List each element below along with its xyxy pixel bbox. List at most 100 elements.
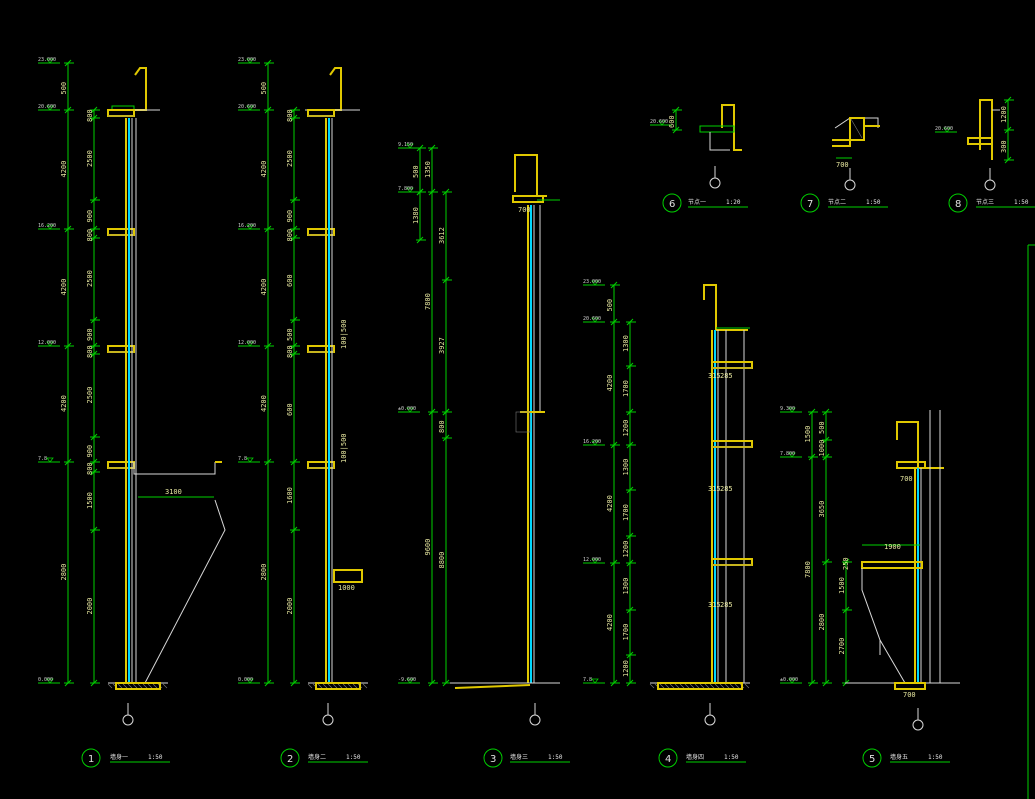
detail-scale: 1:50 xyxy=(928,754,943,761)
ground-hatch xyxy=(729,683,735,689)
dimension-label: 1200 xyxy=(622,541,630,558)
level-marker xyxy=(591,440,599,446)
dimension-label: 1300 xyxy=(622,459,630,476)
level-label: 16.200 xyxy=(238,223,256,229)
callout-label: 700 xyxy=(836,161,849,169)
hatched-beam xyxy=(515,411,531,433)
dimension-label: 800 xyxy=(286,229,294,242)
ground-hatch xyxy=(674,683,680,689)
drawing-geometry xyxy=(38,58,1035,768)
level-label: 12.000 xyxy=(583,557,601,563)
level-label: -9.600 xyxy=(398,677,416,683)
level-marker xyxy=(246,58,254,64)
level-marker xyxy=(46,678,54,684)
detail-scale: 1:50 xyxy=(346,754,361,761)
detail-number: 6 xyxy=(669,199,675,210)
detail-number: 8 xyxy=(955,199,961,210)
level-marker xyxy=(591,678,599,684)
level-label: 20.600 xyxy=(238,104,256,110)
parapet xyxy=(979,99,993,160)
callout-label: 315 xyxy=(708,601,721,609)
dimension-label: 2500 xyxy=(286,150,294,167)
ground-hatch xyxy=(122,683,128,689)
dimension-label: 1200 xyxy=(1000,106,1008,123)
level-label: 9.300 xyxy=(780,406,795,412)
dimension-label: 800 xyxy=(86,109,94,122)
ground-hatch xyxy=(649,683,655,689)
ground-hatch xyxy=(704,683,710,689)
ground-hatch xyxy=(337,683,343,689)
beam-hatch xyxy=(850,118,863,139)
detail-caption: 墙身三 xyxy=(510,753,528,761)
dimension-label: 800 xyxy=(86,345,94,358)
callout-label: 100|500 xyxy=(340,433,348,463)
ground-hatch xyxy=(694,683,700,689)
dimension-label: 4200 xyxy=(606,375,614,392)
dimension-label: 600 xyxy=(668,115,676,128)
ground-hatch xyxy=(709,683,715,689)
level-marker xyxy=(406,407,414,413)
level-label: 7.8 xyxy=(38,456,47,462)
dimension-label: 3927 xyxy=(438,337,446,354)
level-label: 0.000 xyxy=(38,677,53,683)
axis-circle xyxy=(984,179,996,191)
roof-finish xyxy=(699,125,735,133)
dimension-label: 1600 xyxy=(286,487,294,504)
dimension-label: 4200 xyxy=(260,161,268,178)
level-marker xyxy=(46,58,54,64)
detail-scale: 1:50 xyxy=(866,199,881,206)
ground-hatch xyxy=(307,683,313,689)
callout-label: 285 xyxy=(720,601,733,609)
level-marker xyxy=(406,187,414,193)
dimension-label: 500 xyxy=(60,82,68,95)
level-label: 20.600 xyxy=(583,316,601,322)
ground-hatch xyxy=(147,683,153,689)
dimension-label: 2000 xyxy=(286,598,294,615)
callout-label: 285 xyxy=(720,372,733,380)
level-label: 9.150 xyxy=(398,142,413,148)
ground-hatch xyxy=(719,683,725,689)
axis-circle xyxy=(844,179,856,191)
dimension-label: 900 xyxy=(86,210,94,223)
detail-scale: 1:20 xyxy=(726,199,741,206)
level-marker xyxy=(246,105,254,111)
ground-hatch xyxy=(162,683,168,689)
dimension-label: 900 xyxy=(86,445,94,458)
ground-hatch xyxy=(714,683,720,689)
level-marker xyxy=(46,105,54,111)
dimension-label: 1300 xyxy=(622,335,630,352)
callout-label: 100|500 xyxy=(340,319,348,349)
dimension-label: 2800 xyxy=(260,564,268,581)
detail-number-circle xyxy=(81,748,101,768)
ground-hatch xyxy=(137,683,143,689)
parapet xyxy=(703,284,748,331)
detail-caption: 节点一 xyxy=(688,198,706,206)
detail-scale: 1:50 xyxy=(548,754,563,761)
ground-hatch xyxy=(362,683,368,689)
detail-number-circle xyxy=(862,748,882,768)
level-marker xyxy=(246,457,254,463)
parapet xyxy=(721,104,742,151)
leader-line xyxy=(861,568,906,684)
callout-label: 1900 xyxy=(884,543,901,551)
canopy xyxy=(133,462,216,475)
level-label: 7.8 xyxy=(583,677,592,683)
dimension-label: 900 xyxy=(86,328,94,341)
level-label: ±0.000 xyxy=(780,677,798,683)
ground-hatch xyxy=(352,683,358,689)
axis-circle xyxy=(122,714,134,726)
ground-hatch xyxy=(689,683,695,689)
dimension-label: 1200 xyxy=(622,420,630,437)
hatched-beam xyxy=(849,117,865,141)
axis-circle xyxy=(529,714,541,726)
dimension-label: 500 xyxy=(412,165,420,178)
title-block xyxy=(1027,244,1035,799)
ground-hatch xyxy=(327,683,333,689)
detail-number-circle xyxy=(658,748,678,768)
dimension-label: 600 xyxy=(286,403,294,416)
dimension-label: 1700 xyxy=(622,380,630,397)
dimension-label: 7800 xyxy=(804,561,812,578)
foundation xyxy=(315,682,361,690)
sill-block xyxy=(333,569,363,583)
